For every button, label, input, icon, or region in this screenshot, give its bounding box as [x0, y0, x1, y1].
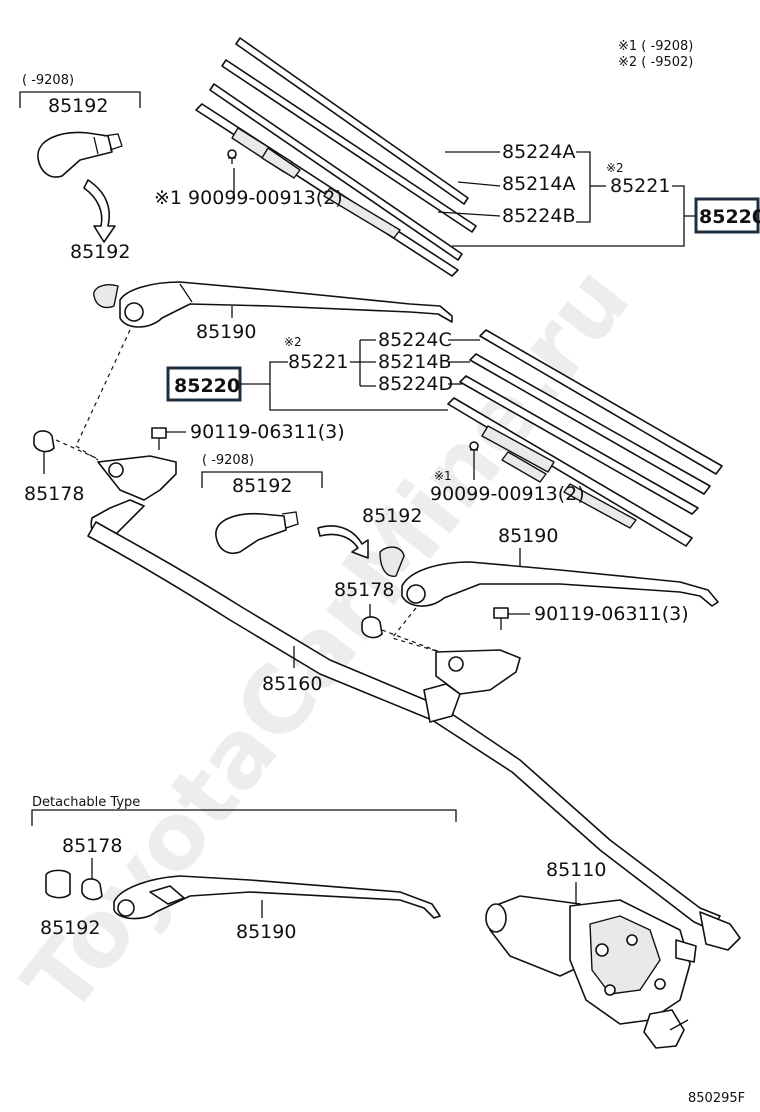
- part-85190-left: 85190: [196, 321, 256, 343]
- wiper-cap-icon: [93, 284, 119, 309]
- wiper-arm-left-icon: [119, 281, 453, 328]
- wiper-cap-right-icon: [379, 546, 405, 577]
- note-2: ※2 ( -9502): [618, 55, 693, 70]
- wiper-arm-det-icon: [113, 875, 441, 920]
- part-85192-top: 85192: [48, 95, 108, 117]
- wiper-motor-icon: [485, 895, 697, 1049]
- part-85221-top: 85221: [610, 175, 670, 197]
- wiper-blade-top-icon: [195, 37, 477, 277]
- nut-left-icon: [33, 430, 55, 453]
- part-85110: 85110: [546, 859, 606, 881]
- part-85192-right: 85192: [362, 505, 422, 527]
- wiper-cap-old-mid-icon: [215, 511, 299, 554]
- part-85192-box-mid: 85192: [232, 475, 292, 497]
- detachable-type-label: Detachable Type: [32, 795, 140, 810]
- part-85192-cap: 85192: [70, 241, 130, 263]
- part-85214A: 85214A: [502, 173, 575, 195]
- clip-mid-label: 90099-00913(2): [430, 483, 585, 505]
- bolt-left-icon: [151, 427, 167, 450]
- bolt-right-icon: [493, 607, 509, 630]
- part-85220-mid-box: [166, 366, 242, 402]
- part-85178-right: 85178: [334, 579, 394, 601]
- part-85220-mid: 85220: [174, 375, 240, 397]
- part-85190-det: 85190: [236, 921, 296, 943]
- nut-det-icon: [81, 878, 103, 901]
- part-85220-top-box: [694, 197, 760, 234]
- figure-code: 850295F: [688, 1091, 745, 1106]
- part-85220-top: 85220: [699, 206, 760, 228]
- clip-mid-mark: ※1: [434, 469, 452, 483]
- cap-det-icon: [45, 869, 71, 899]
- pivot-right-icon: [435, 649, 521, 695]
- part-85224A: 85224A: [502, 141, 575, 163]
- nut-right-icon: [361, 616, 383, 639]
- part-85221-mid: 85221: [288, 351, 348, 373]
- part-85178-det: 85178: [62, 835, 122, 857]
- part-85214B: 85214B: [378, 351, 451, 373]
- range-label-top: ( -9208): [22, 73, 74, 88]
- mark2-mid: ※2: [284, 335, 302, 349]
- wiper-cap-old-icon: [37, 131, 123, 178]
- mark2-top: ※2: [606, 161, 624, 175]
- part-85178-left: 85178: [24, 483, 84, 505]
- bolt-right-label: 90119-06311(3): [534, 603, 689, 625]
- linkage-icon: [87, 521, 741, 951]
- clip-top-label: ※1 90099-00913(2): [154, 187, 343, 209]
- part-85224D: 85224D: [378, 373, 453, 395]
- part-85160: 85160: [262, 673, 322, 695]
- part-85224B: 85224B: [502, 205, 575, 227]
- wiper-arm-right-icon: [401, 561, 719, 607]
- part-85190-right: 85190: [498, 525, 558, 547]
- part-85224C: 85224C: [378, 329, 452, 351]
- wiper-blade-mid-icon: [447, 329, 723, 547]
- note-1: ※1 ( -9208): [618, 39, 693, 54]
- part-85192-det: 85192: [40, 917, 100, 939]
- range-label-mid: ( -9208): [202, 453, 254, 468]
- bolt-left-label: 90119-06311(3): [190, 421, 345, 443]
